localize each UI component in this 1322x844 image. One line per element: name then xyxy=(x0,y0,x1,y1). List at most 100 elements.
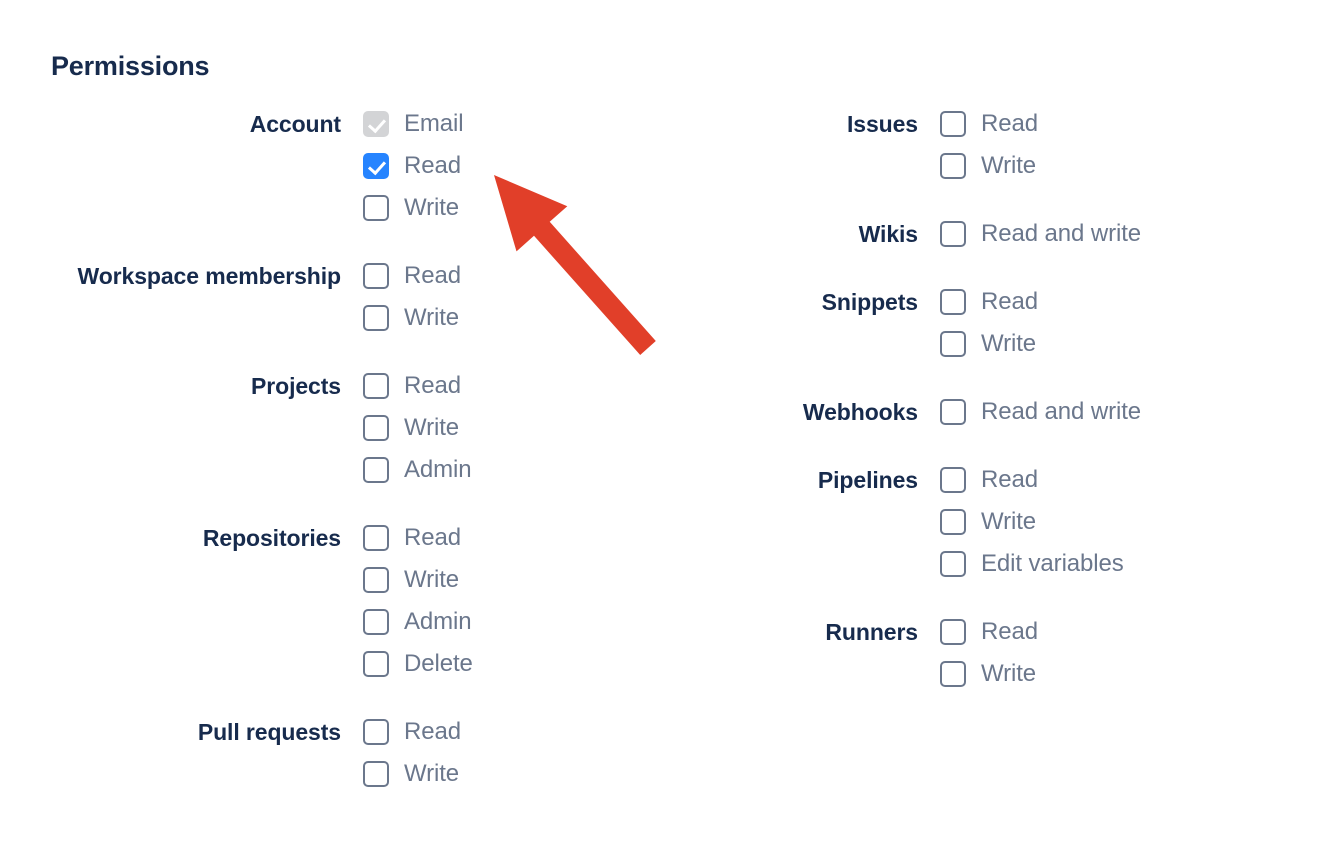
checkbox-snippets-write[interactable] xyxy=(940,331,966,357)
checkbox-runners-write[interactable] xyxy=(940,661,966,687)
checkbox-runners-read[interactable] xyxy=(940,619,966,645)
option-label-runners-write[interactable]: Write xyxy=(981,660,1037,687)
option-label-pipelines-edit-variables[interactable]: Edit variables xyxy=(981,550,1124,577)
option-label-snippets-write[interactable]: Write xyxy=(981,330,1037,357)
option-label-repositories-admin[interactable]: Admin xyxy=(404,608,472,635)
option-row-repositories-write[interactable]: Write xyxy=(363,559,660,601)
checkbox-projects-read[interactable] xyxy=(363,373,389,399)
option-label-repositories-read[interactable]: Read xyxy=(404,524,461,551)
checkbox-pipelines-write[interactable] xyxy=(940,509,966,535)
option-label-workspace-membership-write[interactable]: Write xyxy=(404,304,460,331)
option-row-snippets-write[interactable]: Write xyxy=(940,323,1322,365)
option-label-pull-requests-write[interactable]: Write xyxy=(404,760,460,787)
checkbox-workspace-membership-write[interactable] xyxy=(363,305,389,331)
group-label-pipelines: Pipelines xyxy=(817,467,918,493)
checkbox-account-write[interactable] xyxy=(363,195,389,221)
option-label-pipelines-read[interactable]: Read xyxy=(981,466,1038,493)
option-label-account-write[interactable]: Write xyxy=(404,194,460,221)
group-label-webhooks: Webhooks xyxy=(802,399,918,425)
option-label-account-read[interactable]: Read xyxy=(404,152,461,179)
option-label-workspace-membership-read[interactable]: Read xyxy=(404,262,461,289)
option-label-pipelines-write[interactable]: Write xyxy=(981,508,1037,535)
group-label-runners: Runners xyxy=(825,619,918,645)
option-row-issues-read[interactable]: Read xyxy=(940,103,1322,145)
option-row-pipelines-write[interactable]: Write xyxy=(940,501,1322,543)
permission-group-wikis: Wikis Read and write xyxy=(660,213,1322,255)
option-list-wikis: Read and write xyxy=(940,213,1322,255)
option-label-webhooks-read-and-write[interactable]: Read and write xyxy=(981,398,1142,425)
option-row-webhooks-read-and-write[interactable]: Read and write xyxy=(940,391,1322,433)
checkbox-pull-requests-read[interactable] xyxy=(363,719,389,745)
option-row-repositories-delete[interactable]: Delete xyxy=(363,643,660,685)
checkbox-snippets-read[interactable] xyxy=(940,289,966,315)
option-row-pipelines-edit-variables[interactable]: Edit variables xyxy=(940,543,1322,585)
group-label-pull-requests: Pull requests xyxy=(197,719,341,745)
option-row-runners-write[interactable]: Write xyxy=(940,653,1322,695)
checkbox-issues-read[interactable] xyxy=(940,111,966,137)
checkbox-projects-write[interactable] xyxy=(363,415,389,441)
option-label-pull-requests-read[interactable]: Read xyxy=(404,718,461,745)
option-label-issues-read[interactable]: Read xyxy=(981,110,1038,137)
option-row-workspace-membership-write[interactable]: Write xyxy=(363,297,660,339)
checkbox-pipelines-read[interactable] xyxy=(940,467,966,493)
group-label-wikis: Wikis xyxy=(858,221,918,247)
option-row-projects-admin[interactable]: Admin xyxy=(363,449,660,491)
option-label-snippets-read[interactable]: Read xyxy=(981,288,1038,315)
option-row-issues-write[interactable]: Write xyxy=(940,145,1322,187)
checkbox-repositories-delete[interactable] xyxy=(363,651,389,677)
option-label-repositories-write[interactable]: Write xyxy=(404,566,460,593)
checkbox-pipelines-edit-variables[interactable] xyxy=(940,551,966,577)
checkbox-repositories-admin[interactable] xyxy=(363,609,389,635)
option-row-pull-requests-read[interactable]: Read xyxy=(363,711,660,753)
checkbox-issues-write[interactable] xyxy=(940,153,966,179)
group-label-workspace-membership: Workspace membership xyxy=(77,263,342,289)
checkbox-projects-admin[interactable] xyxy=(363,457,389,483)
option-row-projects-write[interactable]: Write xyxy=(363,407,660,449)
option-label-wikis-read-and-write[interactable]: Read and write xyxy=(981,220,1142,247)
option-row-runners-read[interactable]: Read xyxy=(940,611,1322,653)
option-row-repositories-read[interactable]: Read xyxy=(363,517,660,559)
checkbox-pull-requests-write[interactable] xyxy=(363,761,389,787)
checkbox-webhooks-read-and-write[interactable] xyxy=(940,399,966,425)
option-label-projects-write[interactable]: Write xyxy=(404,414,460,441)
option-row-account-email[interactable]: Email xyxy=(363,103,660,145)
option-row-projects-read[interactable]: Read xyxy=(363,365,660,407)
option-label-account-email[interactable]: Email xyxy=(404,110,464,137)
group-label-repositories: Repositories xyxy=(202,525,341,551)
option-label-runners-read[interactable]: Read xyxy=(981,618,1038,645)
option-label-repositories-delete[interactable]: Delete xyxy=(404,650,473,677)
option-label-projects-read[interactable]: Read xyxy=(404,372,461,399)
option-row-workspace-membership-read[interactable]: Read xyxy=(363,255,660,297)
checkbox-wikis-read-and-write[interactable] xyxy=(940,221,966,247)
option-row-account-write[interactable]: Write xyxy=(363,187,660,229)
checkbox-repositories-read[interactable] xyxy=(363,525,389,551)
option-row-snippets-read[interactable]: Read xyxy=(940,281,1322,323)
checkbox-repositories-write[interactable] xyxy=(363,567,389,593)
option-row-wikis-read-and-write[interactable]: Read and write xyxy=(940,213,1322,255)
option-row-account-read[interactable]: Read xyxy=(363,145,660,187)
checkbox-account-read[interactable] xyxy=(363,153,389,179)
checkbox-workspace-membership-read[interactable] xyxy=(363,263,389,289)
option-row-pull-requests-write[interactable]: Write xyxy=(363,753,660,795)
option-row-pipelines-read[interactable]: Read xyxy=(940,459,1322,501)
checkbox-account-email xyxy=(363,111,389,137)
option-row-repositories-admin[interactable]: Admin xyxy=(363,601,660,643)
page-title: Permissions xyxy=(51,51,210,81)
option-label-issues-write[interactable]: Write xyxy=(981,152,1037,179)
option-label-projects-admin[interactable]: Admin xyxy=(404,456,472,483)
permission-group-webhooks: Webhooks Read and write xyxy=(660,391,1322,433)
